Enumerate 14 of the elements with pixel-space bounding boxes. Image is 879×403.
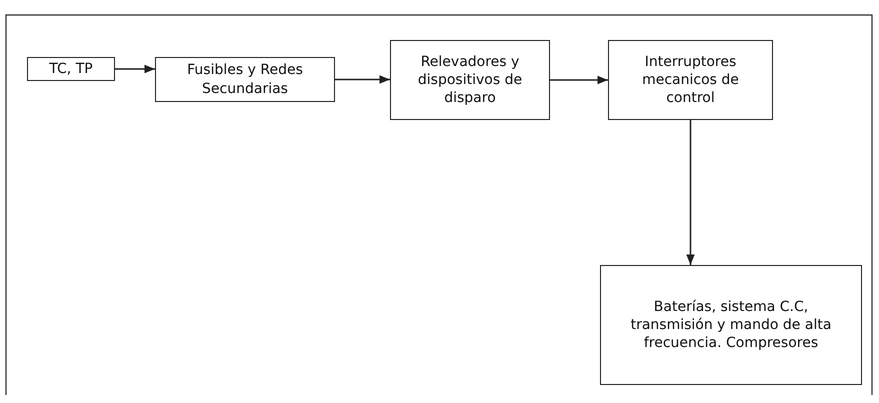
box-label: TC, TP <box>49 60 93 78</box>
process-box <box>27 57 115 81</box>
box-label: Baterías, sistema C.C, transmisión y mando de alta frecuencia. Compresores <box>630 298 832 352</box>
process-box <box>390 40 550 120</box>
arrow <box>550 76 608 84</box>
process-box <box>608 40 773 120</box>
arrow <box>335 75 390 84</box>
process-box <box>155 57 335 102</box>
arrow <box>686 120 695 265</box>
box-label: Fusibles y Redes Secundarias <box>186 61 304 98</box>
arrow <box>115 64 155 74</box>
box-label: Interruptores mecanicos de control <box>641 52 740 108</box>
process-box <box>600 265 862 385</box>
box-label: Relevadores y dispositivos de disparo <box>416 52 524 108</box>
